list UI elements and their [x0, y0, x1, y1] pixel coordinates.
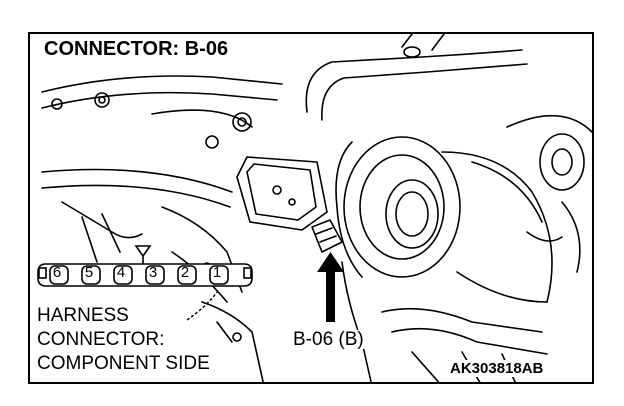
connector-pin: 2	[180, 264, 190, 281]
connector-pin: 3	[148, 264, 158, 281]
engine-illustration	[37, 34, 592, 382]
connector-lock-triangle	[134, 245, 152, 258]
figure-frame	[28, 32, 594, 384]
figure-code: AK303818AB	[447, 360, 547, 377]
harness-label-line: CONNECTOR:	[37, 329, 165, 350]
arrow-up-icon	[317, 252, 344, 322]
connector-pin: 5	[84, 264, 94, 281]
connector-pin: 6	[52, 264, 62, 281]
connector-title: CONNECTOR: B-06	[40, 38, 233, 60]
connector-pin: 4	[116, 264, 126, 281]
connector-pin: 1	[212, 264, 222, 281]
harness-label-line: HARNESS	[37, 305, 129, 326]
harness-label-line: COMPONENT SIDE	[37, 353, 210, 374]
component-connector-label: B-06 (B)	[290, 330, 367, 349]
